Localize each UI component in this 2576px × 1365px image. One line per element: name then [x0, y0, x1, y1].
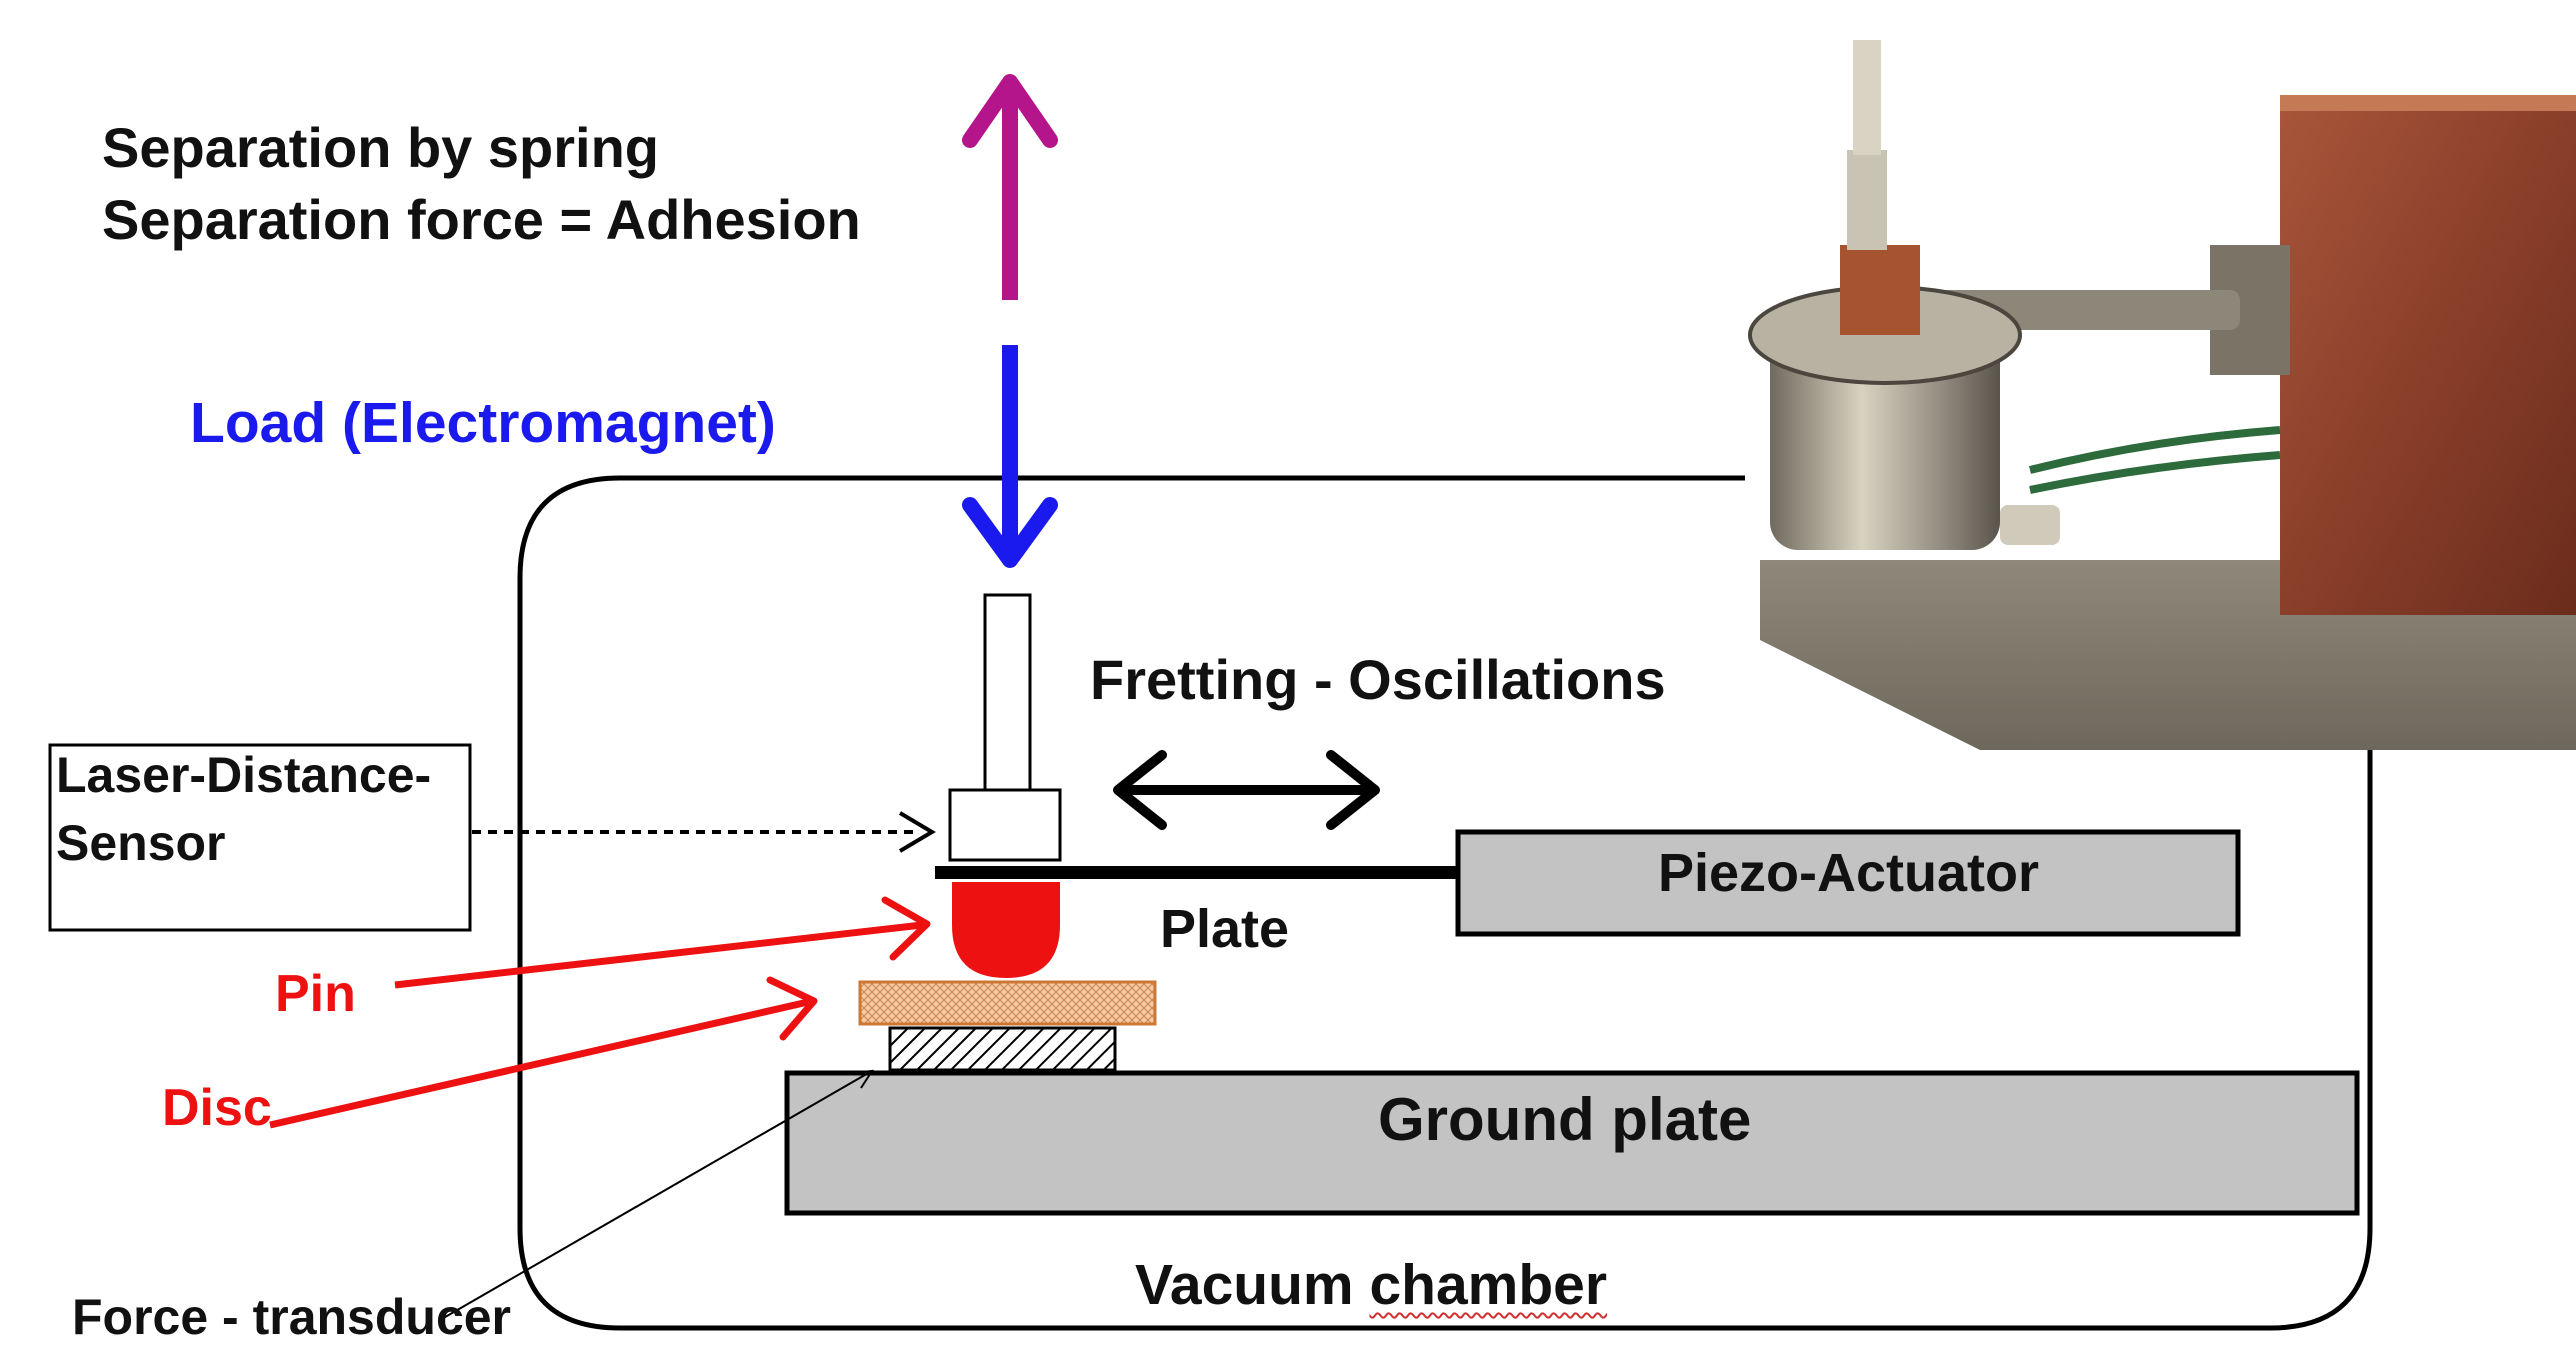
- apparatus-photo: [1745, 30, 2576, 750]
- plate-label: Plate: [1160, 899, 1290, 959]
- disc-shape: [858, 980, 1157, 1026]
- laser-sensor-label-line1: Laser-Distance-: [56, 747, 432, 803]
- pin-pointer-arrow: [394, 896, 931, 989]
- load-label: Load (Electromagnet): [190, 391, 776, 455]
- fretting-label: Fretting - Oscillations: [1090, 648, 1666, 711]
- laser-sensor-label-line2: Sensor: [56, 815, 226, 871]
- vacuum-chamber-outline: [517, 475, 2373, 1331]
- fretting-double-arrow: [1113, 750, 1380, 830]
- pin-shape: [952, 882, 1060, 978]
- plate-bar: [935, 866, 1460, 879]
- laser-sensor-box: [48, 743, 472, 932]
- laser-beam-arrowhead: [898, 811, 936, 853]
- separation-label-line2: Separation force = Adhesion: [102, 188, 861, 251]
- ground-plate-block: [784, 1070, 2360, 1216]
- piezo-actuator-label: Piezo-Actuator: [1658, 843, 2040, 903]
- piezo-actuator-block: [1455, 829, 2241, 937]
- vacuum-chamber-label: Vacuum chamber: [1135, 1257, 1607, 1314]
- force-transducer-pointer: [439, 1069, 874, 1321]
- vacuum-chamber-word: chamber: [1369, 1253, 1608, 1317]
- pin-holder-block: [948, 788, 1062, 862]
- force-transducer-label: Force - transducer: [72, 1289, 512, 1345]
- vacuum-chamber-prefix: Vacuum: [1135, 1253, 1370, 1317]
- pin-holder-rod: [983, 593, 1032, 792]
- separation-label-line1: Separation by spring: [102, 116, 659, 179]
- disc-pointer-arrow: [269, 976, 818, 1129]
- pin-label: Pin: [275, 965, 356, 1023]
- load-arrow: [962, 345, 1058, 568]
- disc-label: Disc: [162, 1079, 272, 1137]
- force-transducer-block: [888, 1026, 1117, 1072]
- separation-arrow: [962, 74, 1058, 300]
- ground-plate-label: Ground plate: [1378, 1086, 1752, 1153]
